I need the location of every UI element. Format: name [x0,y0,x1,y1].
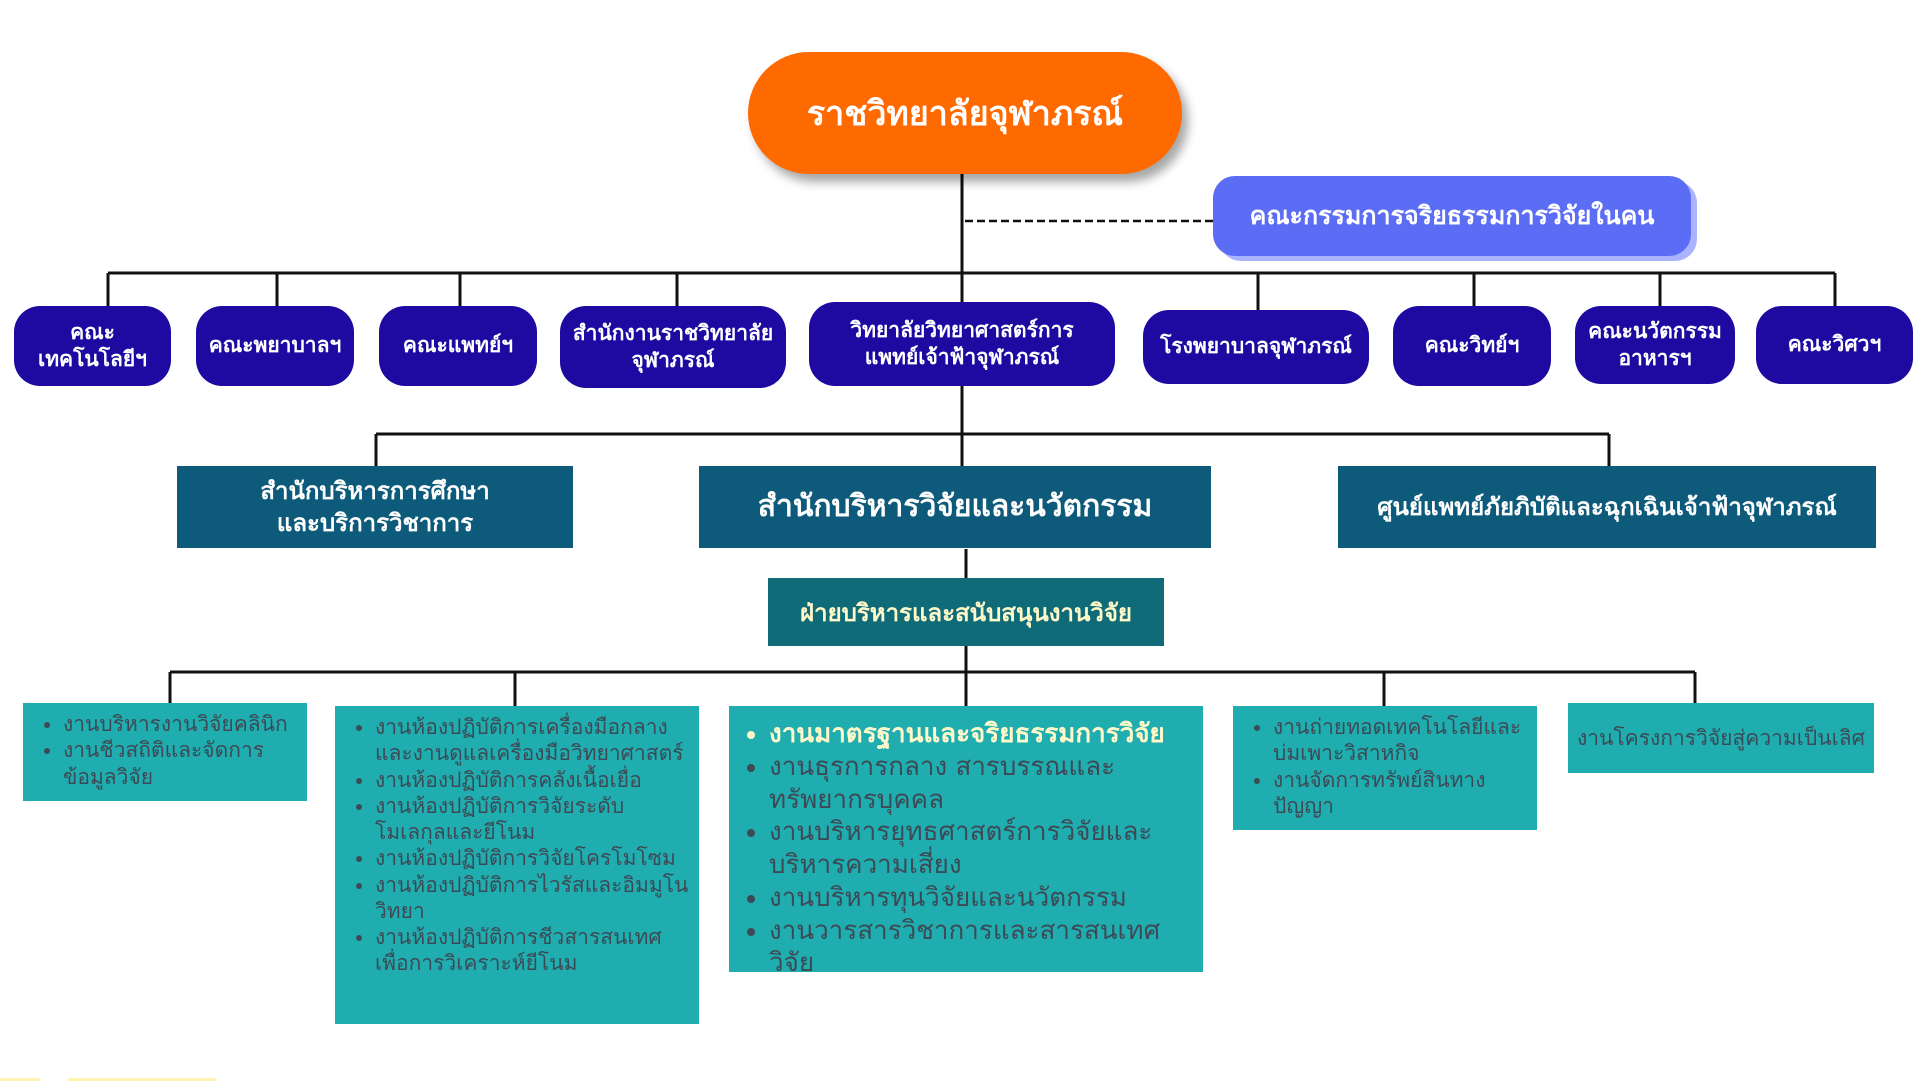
faculty-food-innovation: คณะนวัตกรรม อาหารฯ [1575,306,1735,384]
list-item: งานธุรการกลาง สารบรรณและทรัพยากรบุคคล [769,751,1197,817]
faculty-technology: คณะ เทคโนโลยีฯ [14,306,171,386]
chulabhorn-hospital: โรงพยาบาลจุฬาภรณ์ [1143,310,1369,384]
ethics-committee-node: คณะกรรมการจริยธรรมการวิจัยในคน [1213,176,1691,256]
list-item: งานบริหารทุนวิจัยและนวัตกรรม [769,882,1197,915]
faculty-medicine: คณะแพทย์ฯ [379,306,537,386]
faculty-nursing: คณะพยาบาลฯ [196,306,354,386]
office-research-innovation: สำนักบริหารวิจัยและนวัตกรรม [699,466,1211,548]
faculty-engineering: คณะวิศวฯ [1756,306,1913,384]
list-item: งานห้องปฏิบัติการเครื่องมือกลางและงานดูแ… [375,714,693,767]
unit-label: งานโครงการวิจัยสู่ความเป็นเลิศ [1577,725,1865,750]
list-item: งานห้องปฏิบัติการคลังเนื้อเยื่อ [375,767,693,793]
list-item: งานถ่ายทอดเทคโนโลยีและบ่มเพาะวิสาหกิจ [1273,714,1531,767]
college-medical-science: วิทยาลัยวิทยาศาสตร์การ แพทย์เจ้าฟ้าจุฬาภ… [809,302,1115,386]
list-item: งานบริหารงานวิจัยคลินิก [63,711,301,737]
root-node: ราชวิทยาลัยจุฬาภรณ์ [748,52,1182,174]
unit-clinical-research: งานบริหารงานวิจัยคลินิก งานชีวสถิติและจั… [23,703,307,801]
list-item: งานบริหารยุทธศาสตร์การวิจัยและบริหารความ… [769,816,1197,882]
faculty-science: คณะวิทย์ฯ [1393,306,1551,386]
unit-technology-transfer: งานถ่ายทอดเทคโนโลยีและบ่มเพาะวิสาหกิจ งา… [1233,706,1537,830]
list-item: งานชีวสถิติและจัดการข้อมูลวิจัย [63,737,301,790]
unit-standards-ethics: งานมาตรฐานและจริยธรรมการวิจัย งานธุรการก… [729,706,1203,978]
disaster-emergency-center: ศูนย์แพทย์ภัยภิบัติและฉุกเฉินเจ้าฟ้าจุฬา… [1338,466,1876,548]
office-royal-college: สำนักงานราชวิทยาลัย จุฬาภรณ์ [560,306,786,388]
list-item: งานห้องปฏิบัติการวิจัยระดับโมเลกุลและยีโ… [375,793,693,846]
list-item: งานห้องปฏิบัติการชีวสารสนเทศเพื่อการวิเค… [375,924,693,977]
list-item: งานห้องปฏิบัติการวิจัยโครโมโซม [375,845,693,871]
office-education-services: สำนักบริหารการศึกษา และบริการวิชาการ [177,466,573,548]
list-item: งานจัดการทรัพย์สินทางปัญญา [1273,767,1531,820]
unit-laboratories: งานห้องปฏิบัติการเครื่องมือกลางและงานดูแ… [335,706,699,1024]
unit-excellence-projects: งานโครงการวิจัยสู่ความเป็นเลิศ [1568,703,1874,773]
list-item: งานห้องปฏิบัติการไวรัสและอิมมูโนวิทยา [375,872,693,925]
list-item: งานมาตรฐานและจริยธรรมการวิจัย [769,718,1197,751]
research-support-division: ฝ่ายบริหารและสนับสนุนงานวิจัย [768,578,1164,646]
list-item: งานวารสารวิชาการและสารสนเทศวิจัย [769,915,1197,981]
